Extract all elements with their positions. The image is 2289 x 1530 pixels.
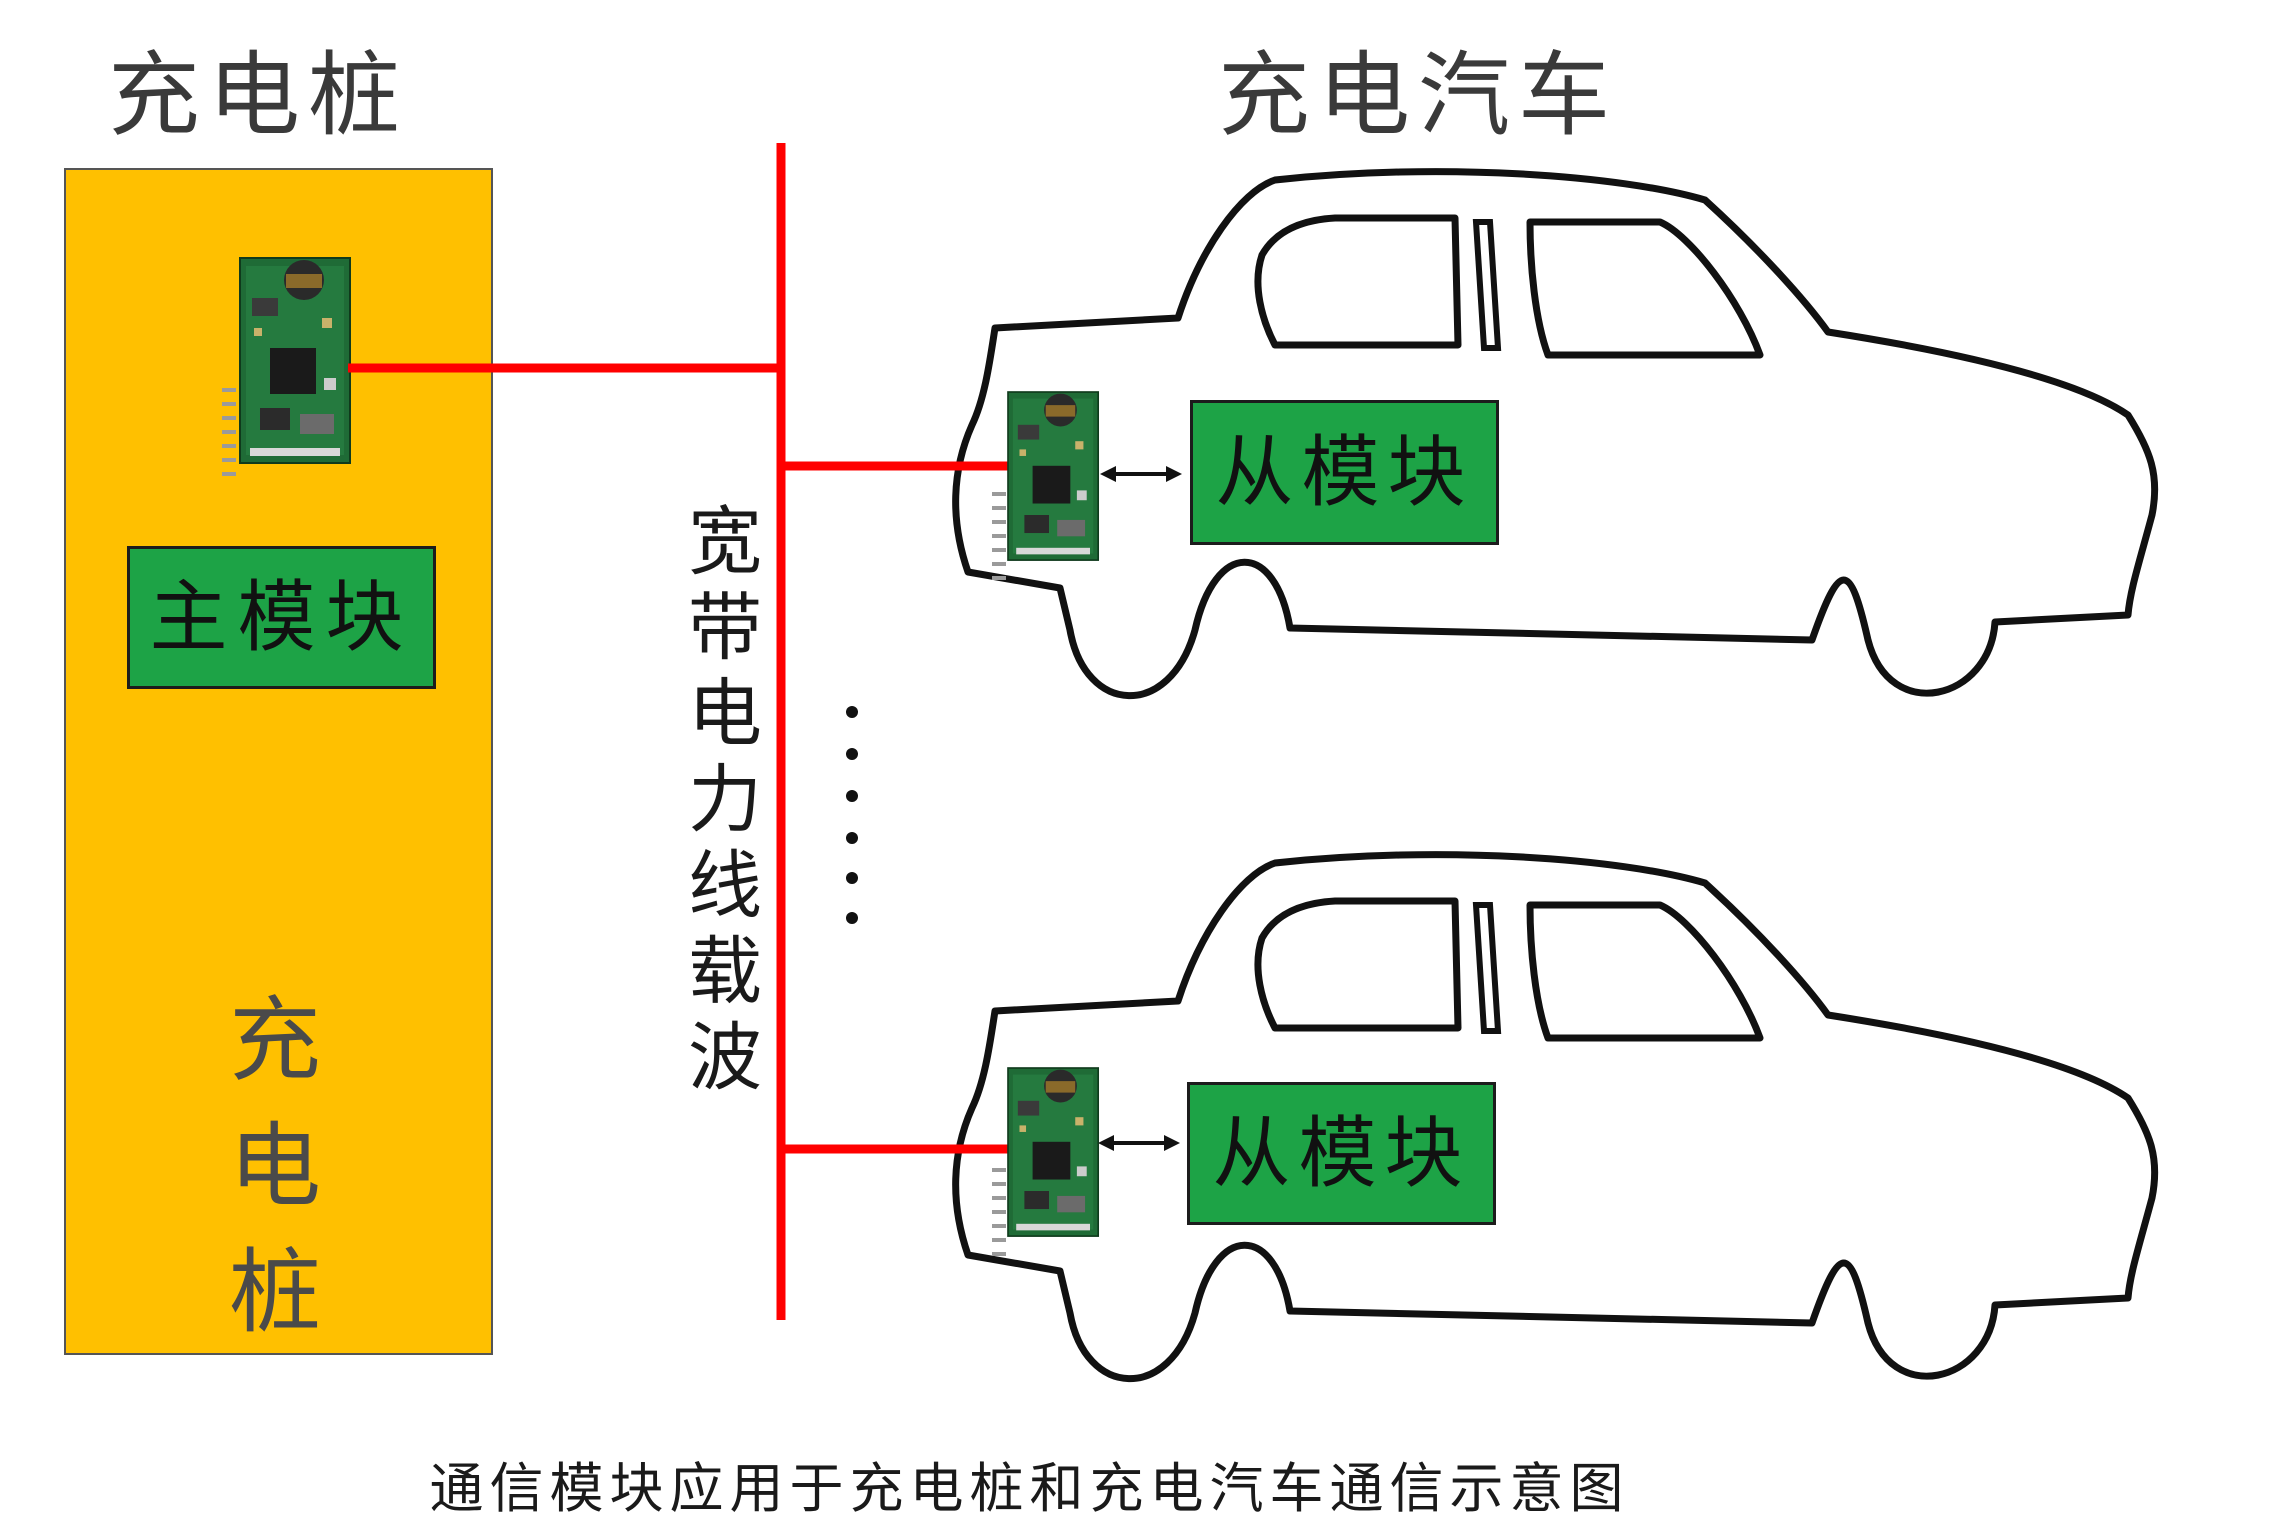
- car-1-outline: [956, 172, 2155, 696]
- plc-vertical-char: 电: [688, 671, 762, 757]
- plc-vertical-char: 带: [688, 585, 762, 671]
- plc-vertical-char: 宽: [688, 499, 762, 585]
- plc-vertical-char: 力: [688, 757, 762, 843]
- car-1-double-arrow: [1100, 466, 1182, 482]
- charging-pile-heading: 充电桩: [108, 42, 409, 149]
- pile-vertical-char: 电: [229, 1113, 322, 1220]
- pile-vertical-label: 充 电 桩: [229, 987, 322, 1373]
- plc-vertical-char: 波: [688, 1015, 762, 1101]
- plc-vertical-char: 线: [688, 843, 762, 929]
- figure-caption: 通信模块应用于充电桩和充电汽车通信示意图: [429, 1457, 1630, 1520]
- car-2-double-arrow: [1098, 1135, 1180, 1151]
- car-1-slave-module-box: 从模块: [1190, 400, 1499, 545]
- pile-vertical-char: 充: [229, 987, 322, 1094]
- plc-vertical-char: 载: [688, 929, 762, 1015]
- car-2-outline: [956, 855, 2155, 1379]
- ellipsis-dots: [846, 706, 858, 924]
- plc-vertical-label: 宽 带 电 力 线 载 波: [680, 505, 770, 1107]
- electric-car-heading: 充电汽车: [1218, 42, 1619, 149]
- pile-vertical-char: 桩: [229, 1239, 322, 1346]
- car-2-slave-module-box: 从模块: [1187, 1082, 1496, 1225]
- master-module-box: 主模块: [127, 546, 436, 689]
